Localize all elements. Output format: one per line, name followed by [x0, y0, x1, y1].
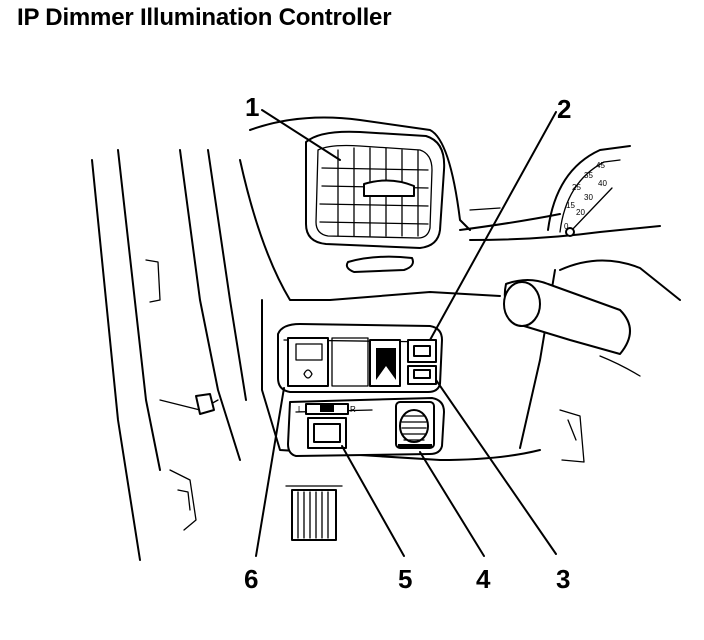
gauge-tick: 30: [584, 193, 593, 202]
switch-panel-bezel: [277, 323, 443, 393]
air-vent: [305, 130, 446, 273]
lever-marking-right: R: [350, 405, 356, 414]
leader-lines: [255, 109, 557, 557]
callout-3: 3: [556, 564, 570, 594]
gauge-tick: 45: [596, 161, 605, 170]
gauge-tick: 35: [584, 171, 593, 180]
gauge-tick: 0: [564, 222, 569, 231]
lever-marking-left: L: [298, 405, 303, 414]
push-switch: [307, 417, 347, 449]
lower-switch: [407, 365, 437, 385]
turn-signal-stalk: [503, 259, 681, 463]
callout-6: 6: [244, 564, 258, 594]
page-title: IP Dimmer Illumination Controller: [17, 4, 392, 31]
dimmer-thumbwheel: [395, 401, 435, 449]
gauge-tick: 25: [572, 183, 581, 192]
gauge-tick: 40: [598, 179, 607, 188]
speedometer-gauge: 45 35 40 25 30 15 20 0: [547, 145, 631, 237]
callout-4: 4: [476, 564, 491, 594]
door-pillar: [91, 149, 247, 561]
pedal: [285, 485, 343, 541]
gauge-tick: 20: [576, 208, 585, 217]
callout-2: 2: [557, 94, 571, 124]
gauge-tick: 15: [566, 201, 575, 210]
callout-5: 5: [398, 564, 412, 594]
callout-1: 1: [245, 92, 259, 122]
upper-switch: [407, 339, 437, 363]
